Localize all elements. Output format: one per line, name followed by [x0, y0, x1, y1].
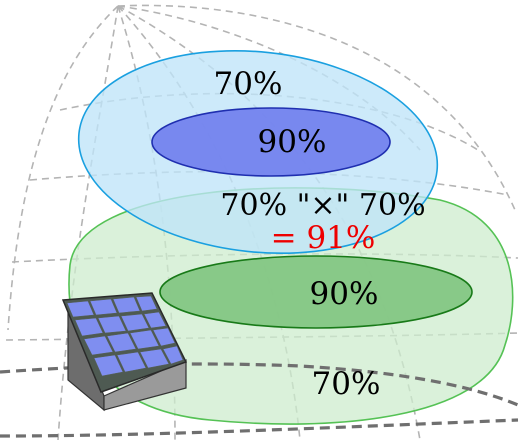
green-inner-label: 90%	[310, 276, 379, 312]
combined-label: 70% "×" 70%	[220, 188, 425, 223]
combined-result-label: = 91%	[271, 220, 376, 256]
blue-inner-label: 90%	[258, 124, 327, 160]
green-inner-ellipse	[159, 255, 473, 329]
solar-panel-icon	[61, 292, 188, 412]
blue-inner-ellipse	[151, 107, 391, 177]
blue-outer-label: 70%	[214, 66, 283, 102]
green-outer-label: 70%	[312, 366, 381, 402]
ground-horizon	[0, 362, 519, 438]
